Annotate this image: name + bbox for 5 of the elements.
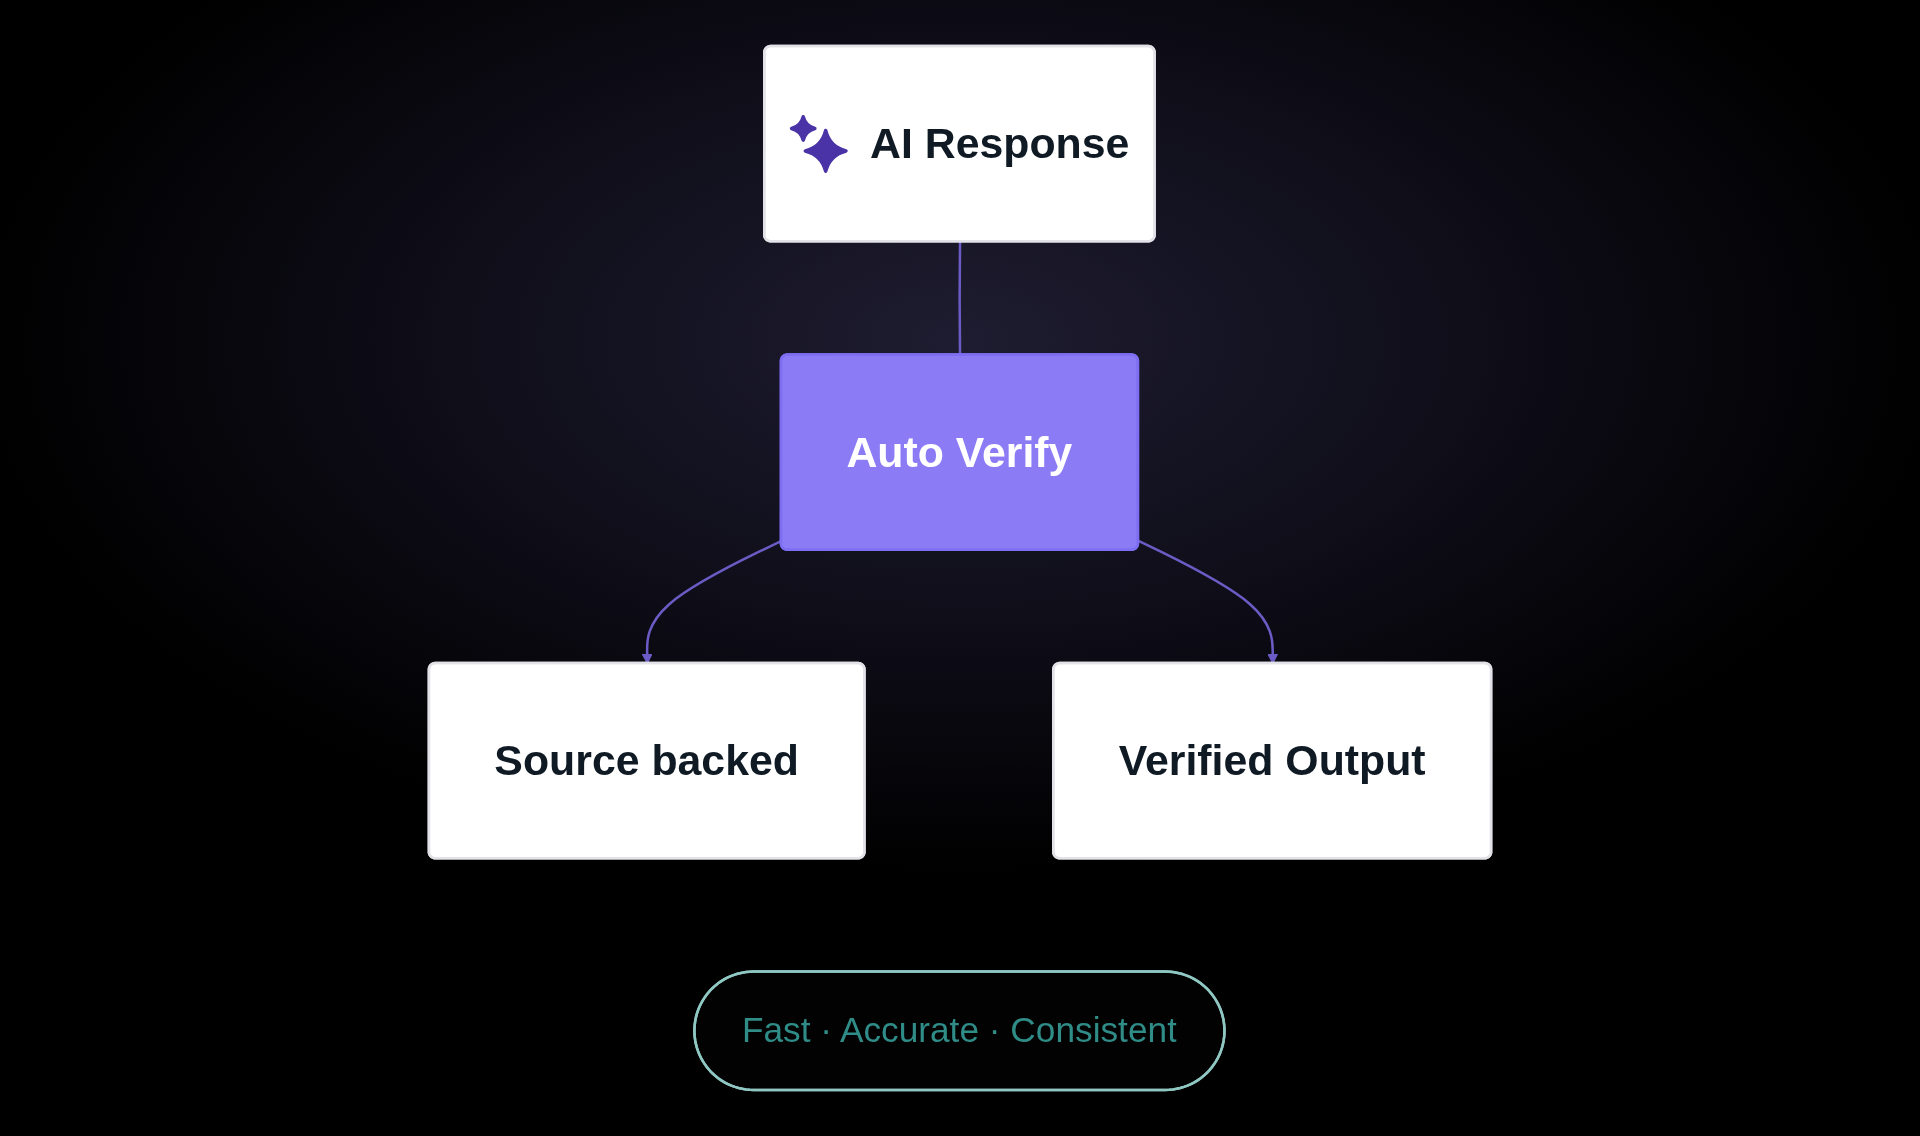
node-label: Source backed	[494, 736, 799, 784]
node-label: AI Response	[870, 119, 1130, 167]
node-label: Auto Verify	[846, 427, 1073, 476]
node-label: Fast · Accurate · Consistent	[741, 1010, 1177, 1050]
node-label: Verified Output	[1118, 736, 1426, 784]
